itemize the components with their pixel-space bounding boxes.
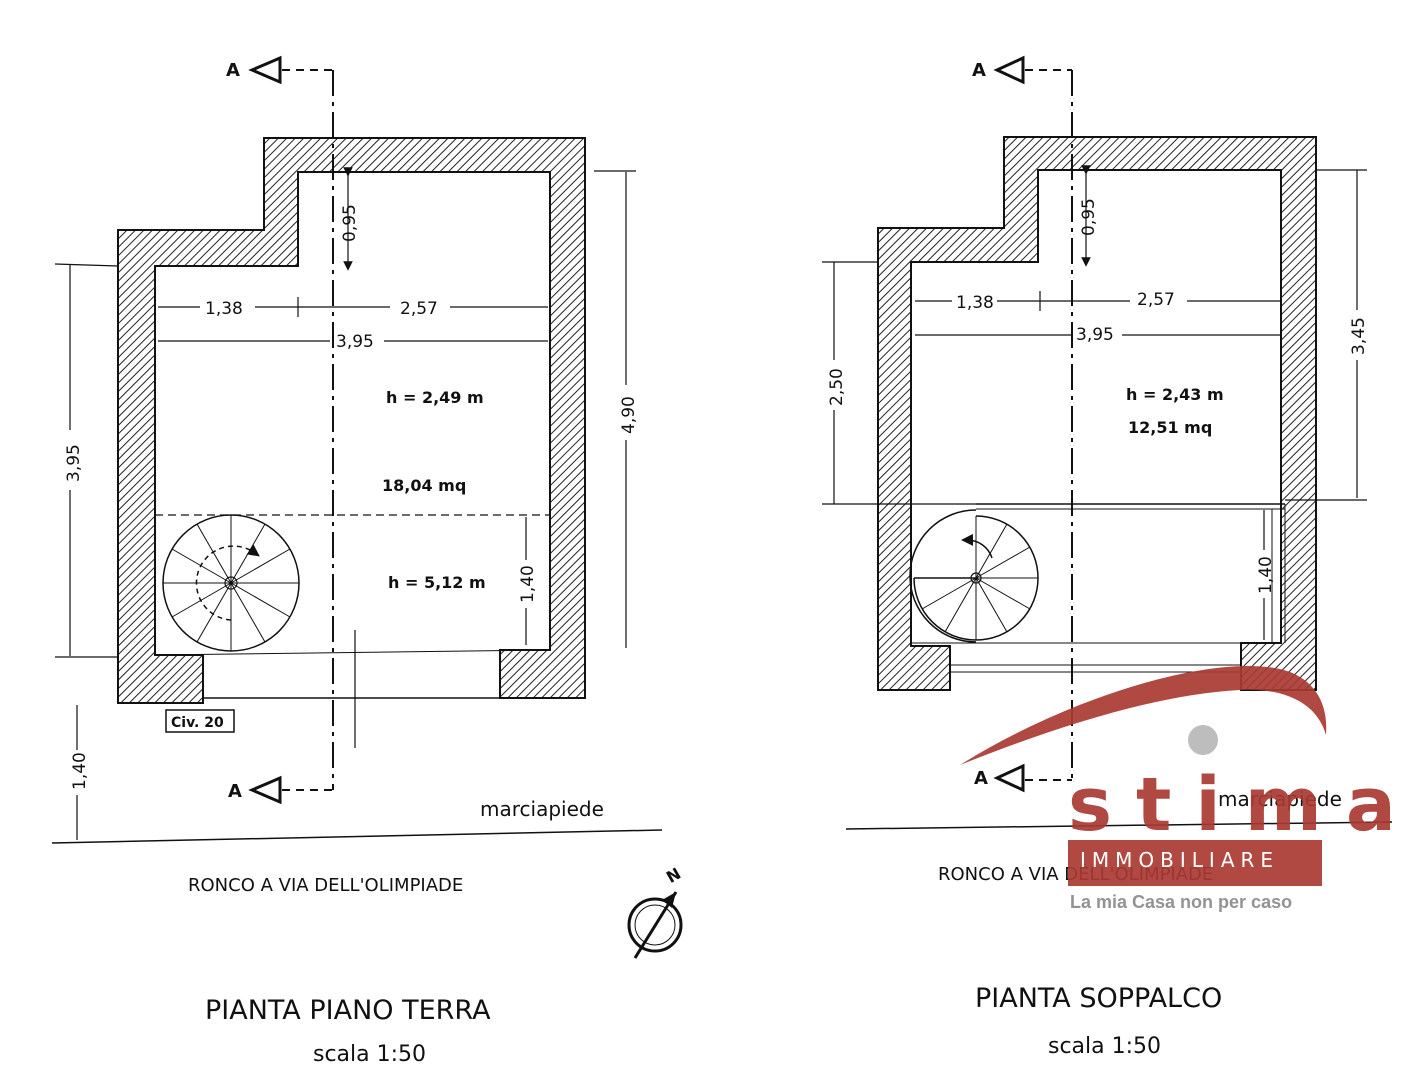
civic-number: Civ. 20 — [171, 715, 224, 731]
section-mark-top: A — [226, 60, 240, 81]
dim-left-part-2: 1,38 — [956, 293, 994, 313]
section-line-ground: A A — [226, 55, 334, 805]
dim-stair-depth-2: 1,40 — [1256, 556, 1276, 594]
walls-mezzanine — [877, 136, 1317, 691]
walls-ground — [117, 137, 586, 704]
area-mezzanine: 12,51 mq — [1128, 418, 1212, 437]
dim-stair-depth: 1,40 — [518, 565, 538, 603]
dim-right-height-2: 3,45 — [1349, 317, 1369, 355]
dim-top-notch-2: 0,95 — [1079, 198, 1099, 236]
stima-logo: stima IMMOBILIARE La mia Casa non per ca… — [960, 665, 1420, 912]
dim-right-part: 2,57 — [400, 299, 438, 319]
section-mark-bottom-2: A — [974, 768, 988, 789]
logo-sub: IMMOBILIARE — [1080, 848, 1279, 872]
spiral-stair-ground — [162, 514, 300, 652]
dim-right-height: 4,90 — [619, 396, 639, 434]
scale-mezzanine: scala 1:50 — [1048, 1034, 1161, 1059]
scale-ground: scala 1:50 — [313, 1042, 426, 1067]
height-low-ground: h = 5,12 m — [388, 573, 486, 592]
dim-setback: 1,40 — [70, 752, 90, 790]
dim-left-height-2: 2,50 — [827, 368, 847, 406]
logo-tagline: La mia Casa non per caso — [1070, 892, 1292, 912]
logo-dot — [1188, 725, 1218, 755]
plan-ground-floor: A A 1,38 2,57 3,95 0,95 — [51, 55, 663, 1067]
height-main-mezzanine: h = 2,43 m — [1126, 385, 1224, 404]
north-compass-icon: N — [627, 864, 684, 959]
area-ground: 18,04 mq — [382, 476, 466, 495]
title-ground: PIANTA PIANO TERRA — [205, 995, 491, 1026]
dim-total-width: 3,95 — [336, 332, 374, 352]
height-main-ground: h = 2,49 m — [386, 388, 484, 407]
section-line-mezzanine: A A — [972, 55, 1073, 793]
logo-band — [1068, 840, 1322, 886]
sidewalk-label-ground: marciapiede — [480, 797, 604, 821]
sidewalk-label-mezzanine: marciapiede — [1218, 787, 1342, 811]
logo-swoosh — [960, 665, 1327, 765]
dim-top-notch: 0,95 — [340, 204, 360, 242]
section-mark-bottom: A — [228, 781, 242, 802]
dim-left-part: 1,38 — [205, 299, 243, 319]
dim-left-height: 3,95 — [64, 444, 84, 482]
spiral-stair-mezzanine — [909, 509, 1039, 643]
dim-total-width-2: 3,95 — [1076, 325, 1114, 345]
section-mark-top-2: A — [972, 60, 986, 81]
logo-brand: stima — [1068, 762, 1420, 848]
street-label-ground: RONCO A VIA DELL'OLIMPIADE — [188, 875, 463, 896]
compass-label: N — [663, 864, 684, 887]
title-mezzanine: PIANTA SOPPALCO — [975, 983, 1222, 1014]
dim-right-part-2: 2,57 — [1137, 290, 1175, 310]
